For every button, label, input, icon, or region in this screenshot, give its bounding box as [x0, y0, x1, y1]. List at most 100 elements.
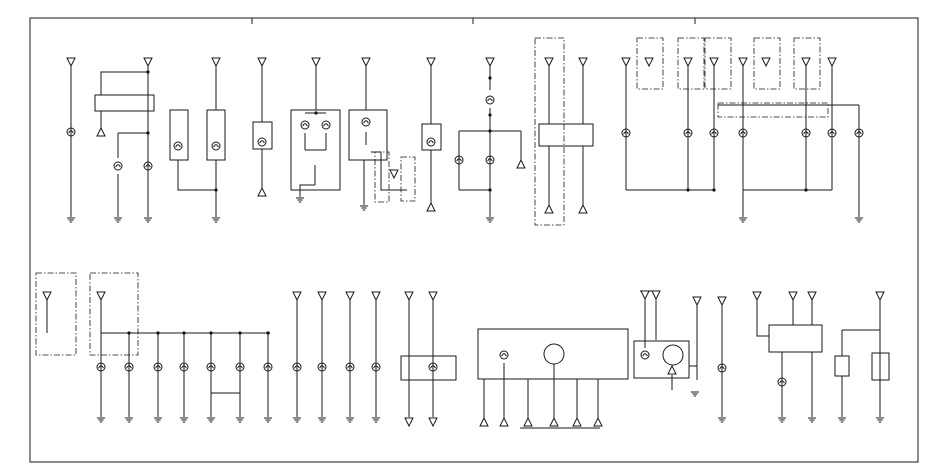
terminal-triangle-icon [578, 57, 588, 68]
component-box [89, 272, 139, 356]
component-glyph [68, 130, 74, 134]
component-glyph [265, 365, 271, 369]
component-glyph [711, 131, 717, 135]
component-box [677, 37, 705, 90]
terminal-triangle-icon [479, 416, 489, 427]
component-circle-icon [143, 161, 153, 171]
terminal-triangle-icon [640, 290, 650, 301]
terminal-triangle-icon [404, 417, 414, 428]
component-box [538, 123, 594, 147]
terminal-triangle-icon [426, 201, 436, 212]
component-glyph [302, 123, 308, 127]
ground-symbol-icon [838, 417, 846, 423]
junction-dot [156, 331, 160, 335]
component-glyph [363, 120, 369, 124]
terminal-triangle-icon [578, 203, 588, 214]
junction-dot [488, 113, 492, 117]
component-glyph [294, 365, 300, 369]
component-glyph [98, 365, 104, 369]
component-glyph [175, 144, 181, 148]
components [66, 95, 864, 387]
component-circle-icon [428, 362, 438, 372]
component-glyph [487, 158, 493, 162]
component-box [348, 109, 388, 161]
component-box [717, 102, 829, 118]
junction-dot [209, 331, 213, 335]
terminal-triangle-icon [389, 169, 399, 180]
component-glyph [856, 131, 862, 135]
terminal-triangle-icon [257, 57, 267, 68]
terminal-triangle-icon [593, 416, 603, 427]
component-glyph [740, 131, 746, 135]
wire [756, 300, 769, 337]
junction-dot [488, 129, 492, 133]
rotary-switch-icon [543, 343, 565, 365]
component-glyph [319, 365, 325, 369]
terminal-triangle-icon [807, 291, 817, 302]
terminal-triangle-icon [544, 203, 554, 214]
junction-dot [804, 188, 808, 192]
ground-symbol-icon [264, 417, 272, 423]
component-circle-icon [485, 95, 495, 105]
component-circle-icon [801, 128, 811, 138]
component-glyph [373, 365, 379, 369]
component-box [768, 324, 823, 353]
ground-symbol-icon [144, 217, 152, 223]
drawing-frame [29, 17, 919, 463]
ground-symbol-icon [114, 217, 122, 223]
component-box [834, 355, 850, 377]
terminal-triangle-icon [523, 416, 533, 427]
component-circle-icon [113, 161, 123, 171]
ground-symbol-icon [318, 417, 326, 423]
junction-dot [146, 70, 150, 74]
terminal-triangle-icon [752, 291, 762, 302]
terminal-triangle-icon [317, 291, 327, 302]
junction-dot [214, 188, 218, 192]
component-circle-icon [292, 362, 302, 372]
terminal-triangle-icon [827, 57, 837, 68]
component-glyph [779, 380, 785, 384]
terminal-triangle-icon [66, 57, 76, 68]
ground-symbol-icon [360, 205, 368, 211]
component-circle-icon [173, 141, 183, 151]
terminal-triangle-icon [544, 57, 554, 68]
terminal-triangle-icon [875, 291, 885, 302]
terminal-triangle-icon [361, 57, 371, 68]
component-circle-icon [854, 128, 864, 138]
component-box [477, 328, 629, 380]
component-circle-icon [300, 120, 310, 130]
ground-symbol-icon [346, 417, 354, 423]
terminal-triangle-icon [292, 291, 302, 302]
terminal-triangle-icon [709, 57, 719, 68]
component-box [534, 37, 565, 226]
motor-icon [662, 344, 684, 366]
component-box [94, 94, 155, 112]
component-box [206, 109, 226, 161]
component-box [400, 156, 416, 202]
component-circle-icon [96, 362, 106, 372]
terminal-triangle-icon [801, 57, 811, 68]
terminal-triangle-icon [311, 57, 321, 68]
ground-symbol-icon [180, 417, 188, 423]
terminal-triangle-icon [738, 57, 748, 68]
component-box [35, 272, 77, 356]
wire [299, 184, 315, 197]
terminal-triangle-icon [717, 296, 727, 307]
ground-symbol-icon [67, 217, 75, 223]
junction-dot [488, 188, 492, 192]
component-box [753, 37, 781, 90]
junction-dot [238, 331, 242, 335]
terminal-triangle-icon [96, 126, 106, 137]
component-glyph [803, 131, 809, 135]
ground-symbol-icon [718, 417, 726, 423]
border [29, 17, 919, 463]
ground-symbol-icon [212, 217, 220, 223]
terminals [42, 57, 885, 428]
component-glyph [623, 131, 629, 135]
terminal-triangle-icon [257, 186, 267, 197]
component-circle-icon [717, 363, 727, 373]
component-circle-icon [317, 362, 327, 372]
component-glyph [208, 365, 214, 369]
component-box [633, 340, 690, 379]
